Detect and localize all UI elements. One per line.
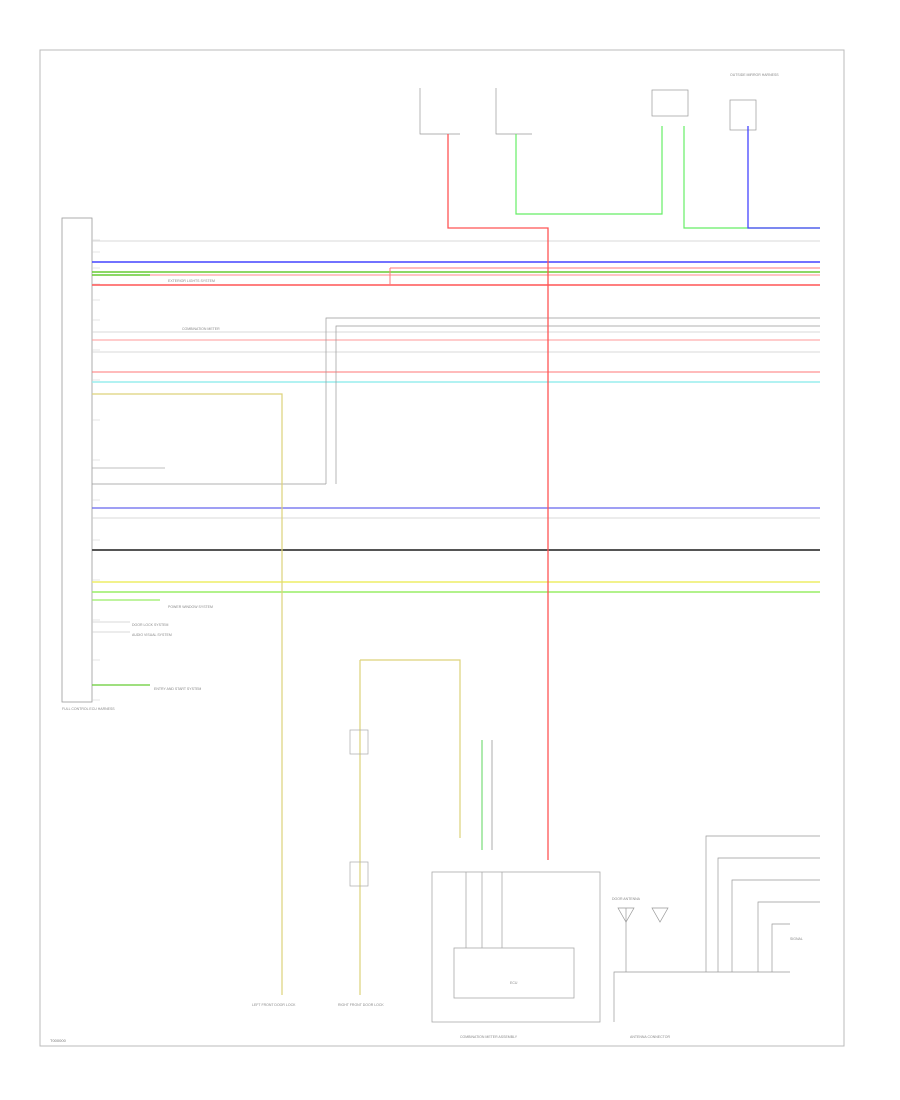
right-stop-switch-label: RIGHT FRONT DOOR LOCK [338, 1003, 384, 1007]
wire-note-combination-meter: COMBINATION METER [182, 327, 220, 331]
left-stop-switch-label: LEFT FRONT DOOR LOCK [252, 1003, 296, 1007]
left-connector-label: FULL CONTROL ECU HARNESS [62, 707, 115, 711]
signal-label: SIGNAL [790, 937, 803, 941]
outside-mirror-label: OUTSIDE MIRROR HARNESS [730, 73, 779, 77]
top-connectors [419, 88, 820, 860]
frame-code: T000000 [50, 1038, 67, 1043]
antenna-box-label: ANTENNA CONNECTOR [630, 1035, 670, 1039]
lower-left-wires [92, 393, 493, 995]
wire-note-exterior-lights: EXTERIOR LIGHTS SYSTEM [168, 279, 215, 283]
wire-note-power-window: POWER WINDOW SYSTEM [168, 605, 213, 609]
combination-meter-label: COMBINATION METER ASSEMBLY [460, 1035, 518, 1039]
combination-meter-box [431, 871, 601, 1023]
left-connector-block: FULL CONTROL ECU HARNESS [61, 217, 115, 711]
horizontal-wires [92, 240, 820, 686]
wire-note-door-lock: DOOR LOCK SYSTEM [132, 623, 168, 627]
wire-note-audio-visual: AUDIO VISUAL SYSTEM [132, 633, 172, 637]
ecu-box-label: ECU [510, 981, 518, 985]
wire-note-entry-start: ENTRY AND START SYSTEM [154, 687, 201, 691]
antenna-box [613, 835, 820, 1022]
door-antenna-label: DOOR ANTENNA [612, 897, 641, 901]
routing-box-lines [325, 267, 820, 484]
diagram-frame [39, 49, 845, 1047]
